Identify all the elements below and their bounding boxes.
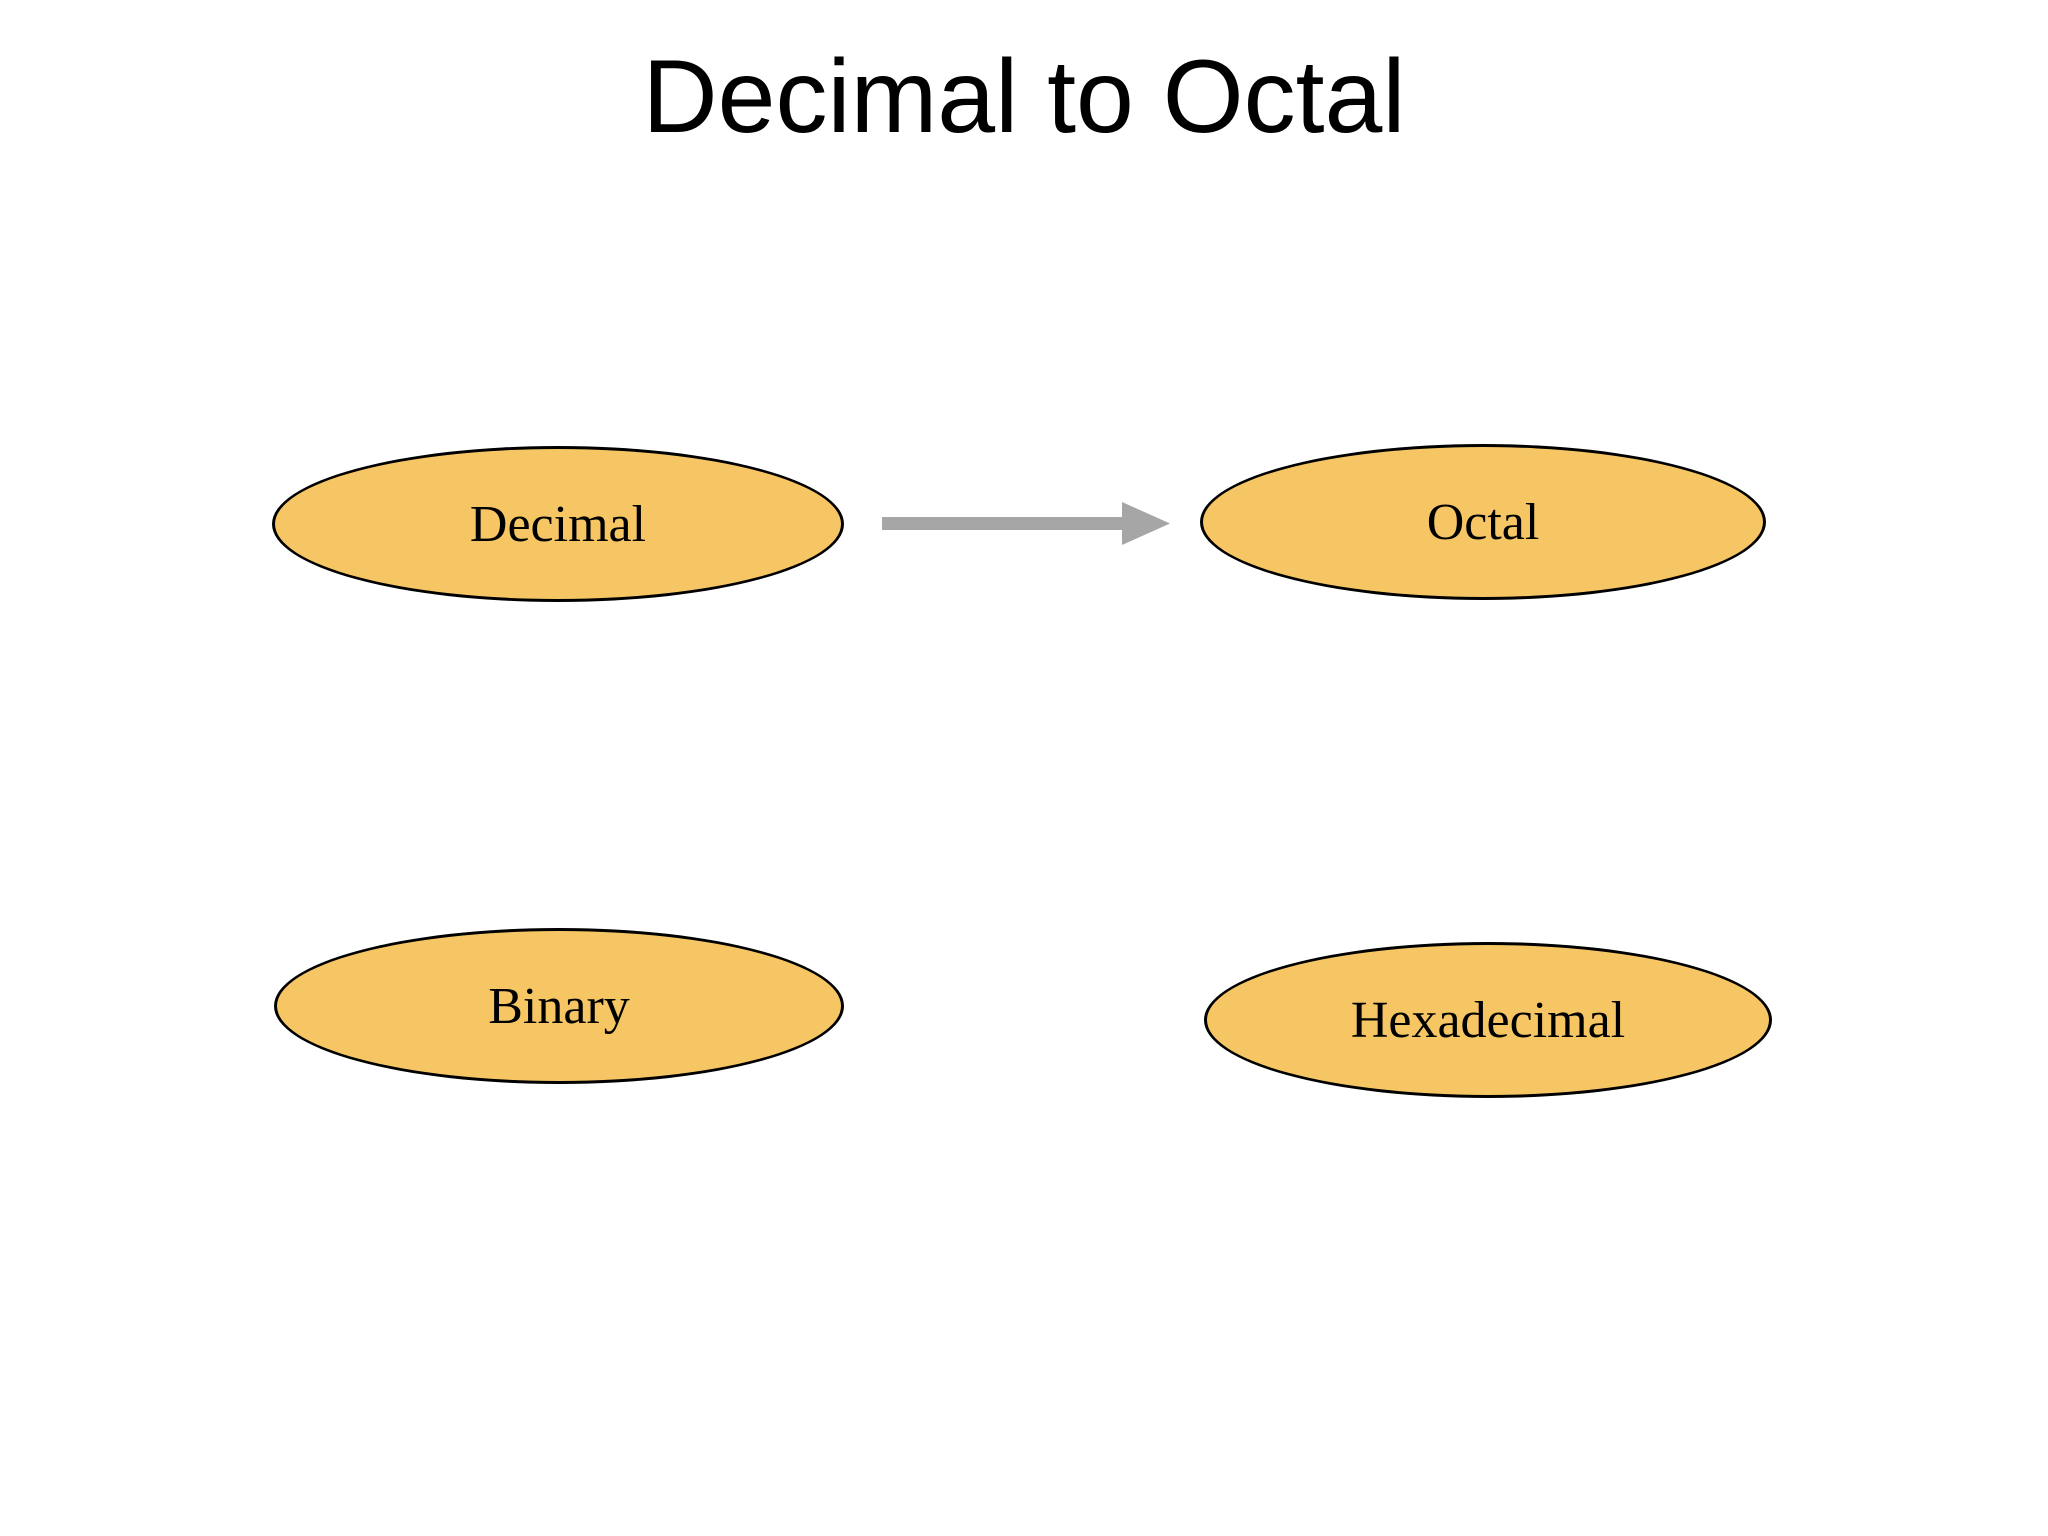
node-decimal-label: Decimal	[469, 495, 647, 553]
node-hexadecimal[interactable]: Hexadecimal	[1204, 942, 1772, 1098]
arrow-decimal-to-octal-icon	[882, 502, 1170, 545]
arrow-head	[1122, 502, 1170, 545]
arrow-shaft	[882, 517, 1124, 530]
node-decimal[interactable]: Decimal	[272, 446, 844, 602]
node-octal-label: Octal	[1426, 493, 1540, 551]
node-binary[interactable]: Binary	[274, 928, 844, 1084]
node-octal[interactable]: Octal	[1200, 444, 1766, 600]
page-title: Decimal to Octal	[642, 39, 1406, 155]
node-binary-label: Binary	[488, 977, 630, 1035]
node-hexadecimal-label: Hexadecimal	[1350, 991, 1626, 1049]
